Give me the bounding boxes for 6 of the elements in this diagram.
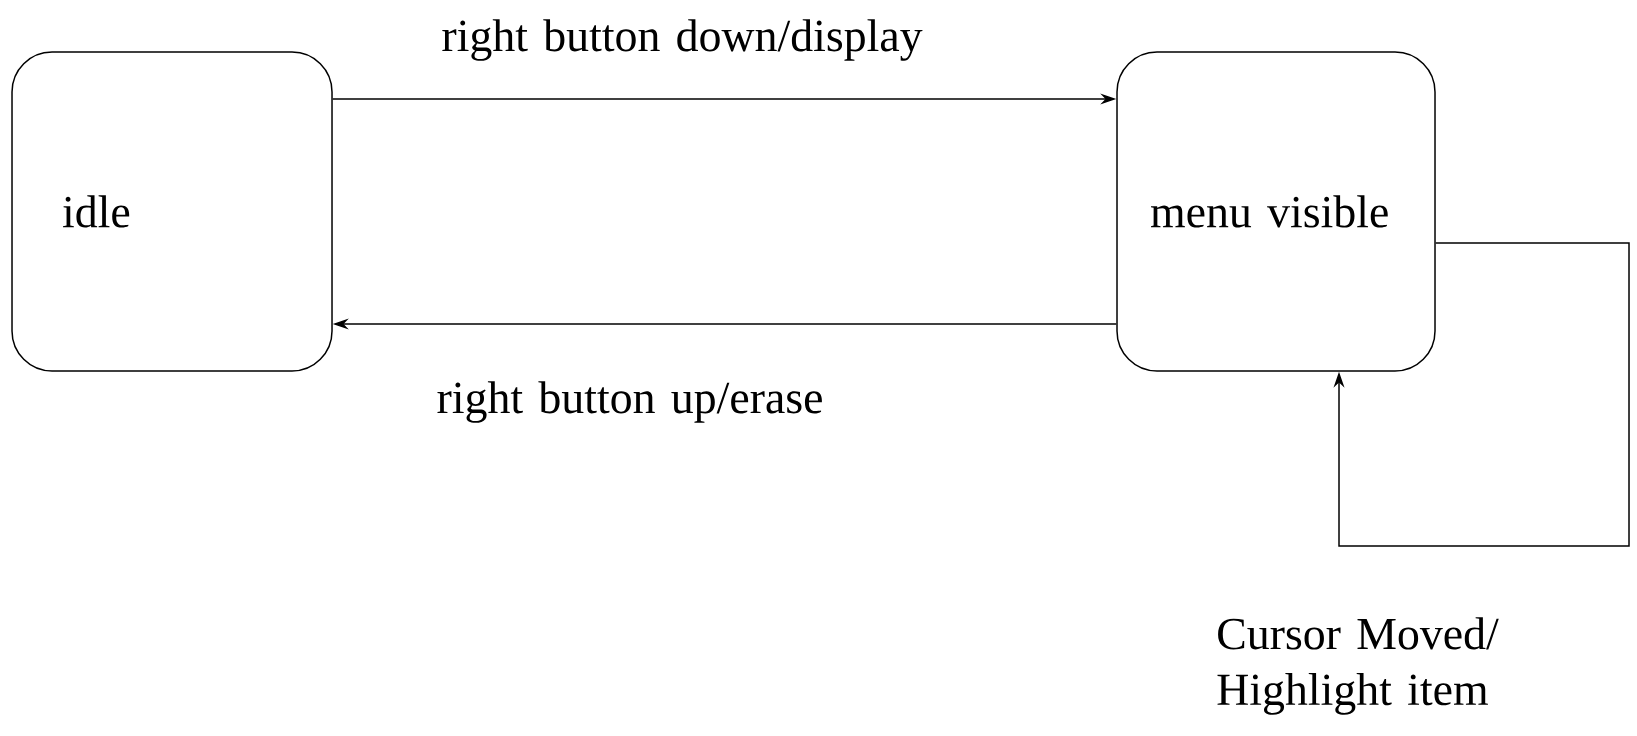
state-box: idle (11, 51, 333, 372)
state-box: menu visible (1116, 51, 1436, 372)
edge-label: Cursor Moved/ Highlight item (1217, 617, 1499, 715)
arrow (1333, 242, 1630, 547)
edge-label: right button down/display (442, 19, 923, 61)
edge-label: right button up/erase (437, 381, 822, 423)
